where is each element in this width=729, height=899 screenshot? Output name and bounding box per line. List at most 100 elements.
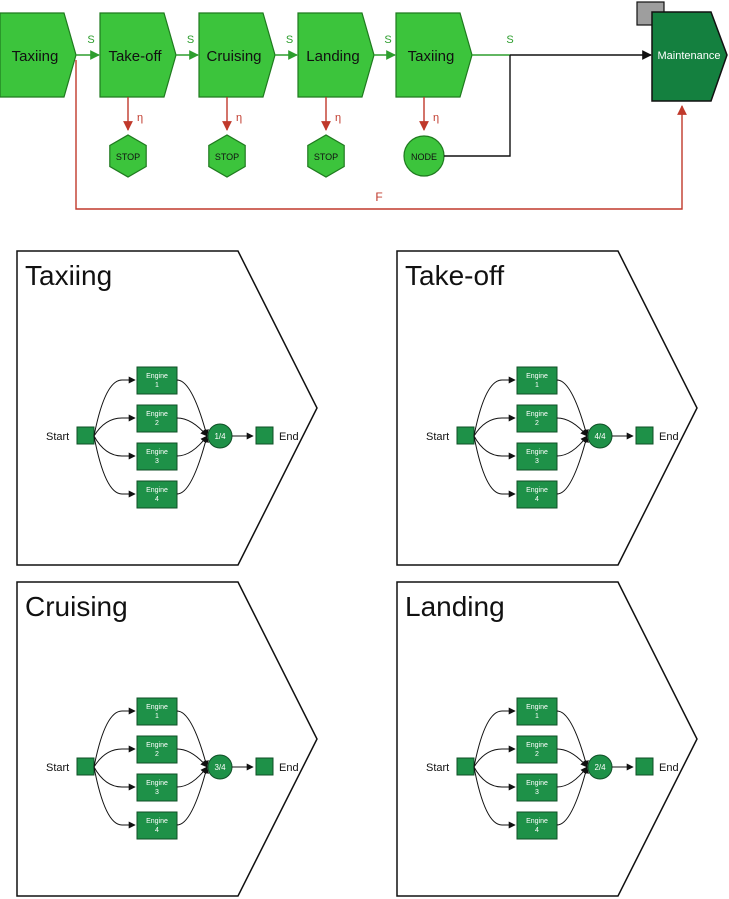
branch-arrow — [473, 707, 516, 768]
engine-number: 4 — [155, 827, 159, 834]
phase-panel: LandingStartEngine1Engine2Engine3Engine4… — [396, 581, 698, 897]
panel-title: Take-off — [405, 260, 504, 291]
engine-block — [136, 697, 178, 726]
engine-label: Engine — [146, 373, 168, 380]
branch-arrow — [93, 766, 136, 791]
engine-number: 4 — [535, 827, 539, 834]
stop-label: STOP — [215, 152, 239, 162]
merge-arrow — [556, 379, 589, 437]
branch-arrow — [473, 766, 516, 829]
success-label: S — [384, 34, 391, 46]
start-node — [76, 426, 95, 445]
engine-block — [136, 773, 178, 802]
merge-arrow — [176, 710, 209, 768]
start-label: Start — [426, 431, 449, 443]
branch-arrow — [93, 707, 136, 768]
merge-arrow — [556, 417, 588, 437]
success-label: S — [506, 34, 513, 46]
branch-arrow — [93, 435, 136, 460]
branch-arrow — [93, 766, 136, 829]
panel-title: Landing — [405, 591, 505, 622]
maintenance-shape — [651, 11, 728, 102]
engine-block — [516, 811, 558, 840]
branch-arrow — [473, 766, 516, 791]
stop-hexagon — [109, 134, 147, 178]
end-node — [635, 426, 654, 445]
end-label: End — [659, 431, 679, 443]
end-node — [255, 757, 274, 776]
branch-arrow — [93, 745, 136, 768]
engine-block — [136, 442, 178, 471]
engine-block — [136, 366, 178, 395]
engine-number: 1 — [535, 382, 539, 389]
branch-arrow — [473, 414, 516, 437]
end-node — [255, 426, 274, 445]
phase-panel: Take-offStartEngine1Engine2Engine3Engine… — [396, 250, 698, 566]
engine-label: Engine — [146, 818, 168, 825]
success-label: S — [187, 34, 194, 46]
start-node — [76, 757, 95, 776]
branch-arrow — [473, 435, 516, 498]
branch-arrow — [473, 376, 516, 437]
branch-arrow — [473, 435, 516, 460]
engine-block — [136, 811, 178, 840]
engine-label: Engine — [526, 373, 548, 380]
engine-label: Engine — [146, 780, 168, 787]
vote-gate-label: 2/4 — [594, 763, 606, 772]
engine-block — [516, 442, 558, 471]
engine-label: Engine — [526, 742, 548, 749]
stage-label: Landing — [306, 48, 359, 65]
stop-label: STOP — [314, 152, 338, 162]
stage-label: Taxiing — [408, 48, 455, 65]
engine-block — [516, 697, 558, 726]
engine-number: 2 — [155, 751, 159, 758]
engine-label: Engine — [526, 818, 548, 825]
engine-block — [136, 480, 178, 509]
failure-label: F — [375, 190, 382, 204]
branch-arrow — [93, 414, 136, 437]
engine-block — [516, 480, 558, 509]
engine-block — [516, 404, 558, 433]
engine-label: Engine — [146, 411, 168, 418]
stage-label: Cruising — [206, 48, 261, 65]
stage-shape — [297, 12, 375, 98]
engine-number: 4 — [155, 496, 159, 503]
engine-block — [136, 404, 178, 433]
eta-label: η — [137, 112, 143, 124]
vote-gate-label: 3/4 — [214, 763, 226, 772]
merge-arrow — [556, 435, 589, 495]
engine-label: Engine — [146, 704, 168, 711]
branch-arrow — [93, 435, 136, 498]
eta-label: η — [433, 112, 439, 124]
engine-label: Engine — [526, 411, 548, 418]
merge-arrow — [556, 710, 589, 768]
start-label: Start — [46, 431, 69, 443]
stage-label: Take-off — [108, 48, 162, 65]
vote-gate-label: 1/4 — [214, 432, 226, 441]
failure-arrow — [75, 60, 687, 210]
end-label: End — [659, 762, 679, 774]
merge-arrow — [176, 748, 208, 768]
success-label: S — [286, 34, 293, 46]
stop-hexagon — [208, 134, 246, 178]
engine-number: 2 — [535, 751, 539, 758]
phase-panels: TaxiingStartEngine1Engine2Engine3Engine4… — [16, 250, 698, 897]
engine-label: Engine — [146, 487, 168, 494]
start-label: Start — [426, 762, 449, 774]
engine-label: Engine — [526, 449, 548, 456]
stage-shape — [99, 12, 177, 98]
stop-label: STOP — [116, 152, 140, 162]
stop-hexagon — [307, 134, 345, 178]
panel-title: Taxiing — [25, 260, 112, 291]
engine-label: Engine — [146, 742, 168, 749]
engine-number: 3 — [155, 789, 159, 796]
engine-label: Engine — [146, 449, 168, 456]
merge-arrow — [176, 435, 209, 495]
engine-number: 2 — [535, 420, 539, 427]
success-label: S — [87, 34, 94, 46]
branch-arrow — [473, 745, 516, 768]
eta-label: η — [236, 112, 242, 124]
engine-block — [516, 773, 558, 802]
